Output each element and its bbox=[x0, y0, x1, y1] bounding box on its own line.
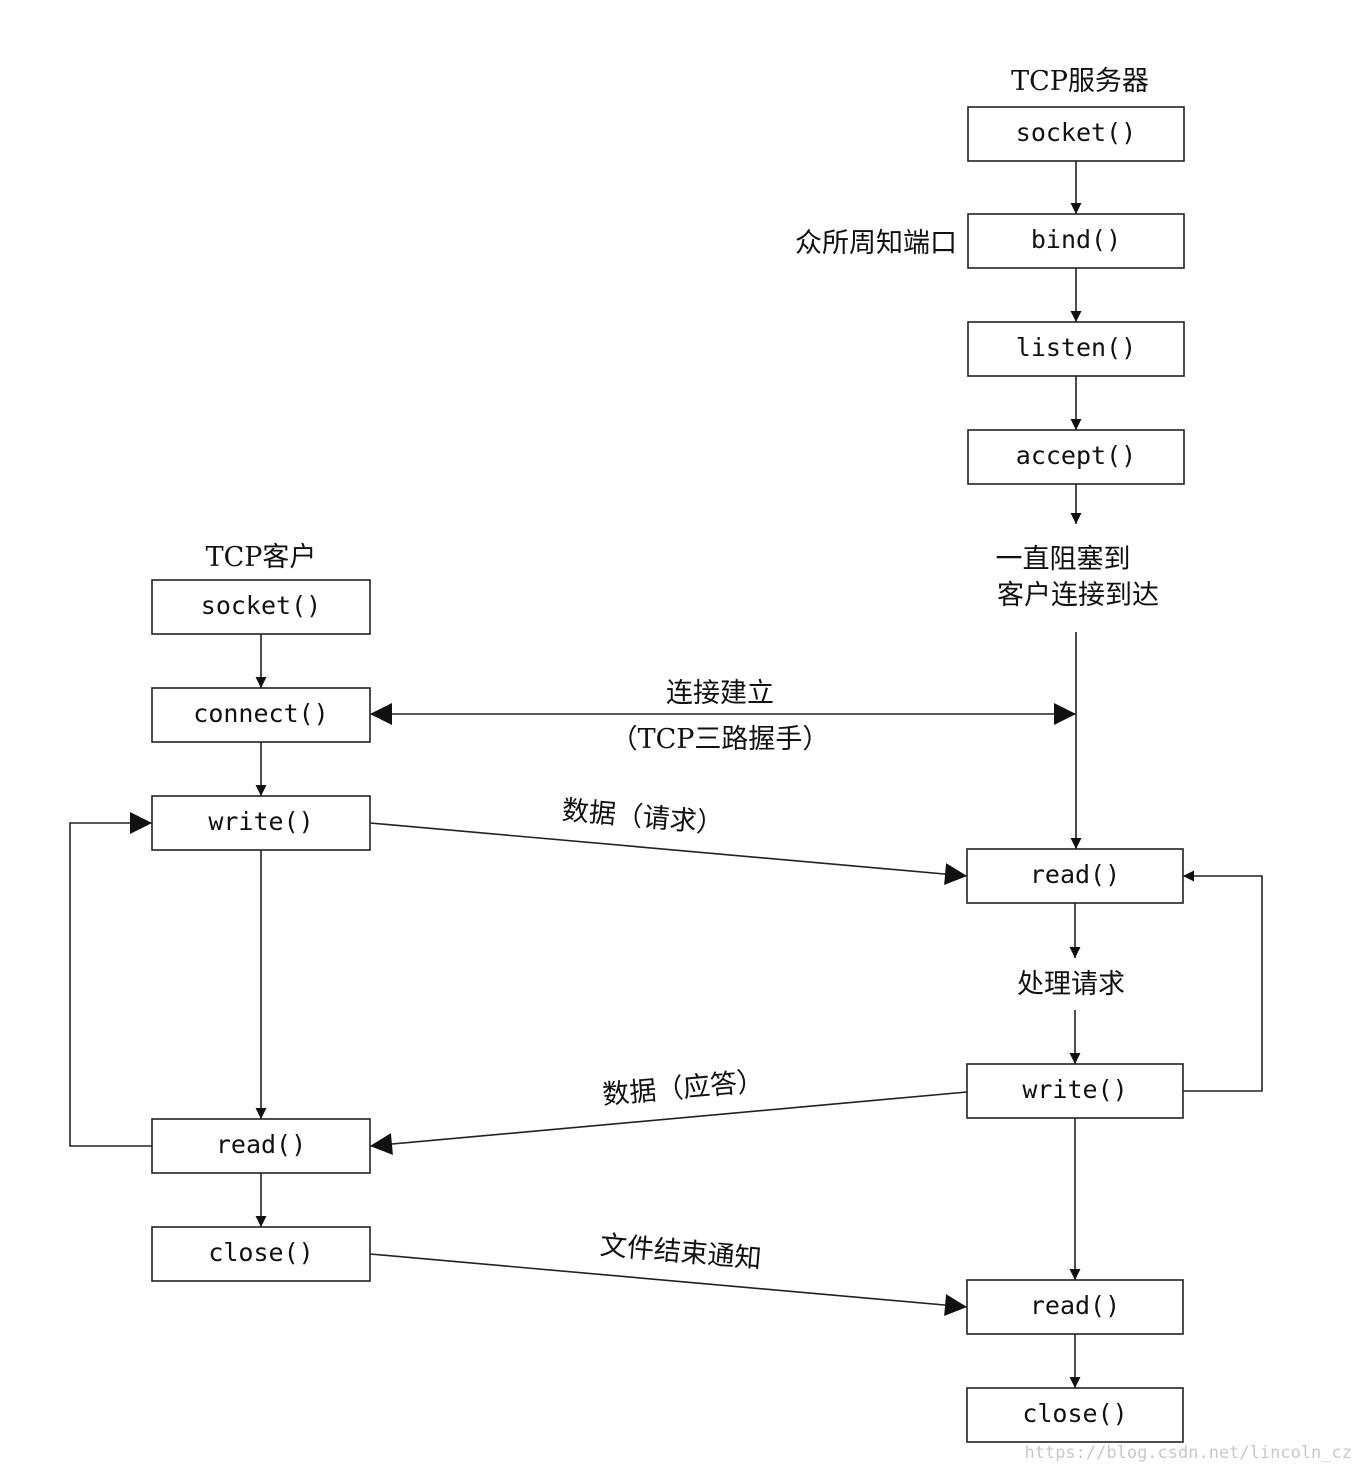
server-write-box: write() bbox=[966, 1063, 1184, 1119]
client-write-label: write() bbox=[208, 807, 313, 836]
process-request-note: 处理请求 bbox=[1017, 969, 1125, 1000]
watermark-text: https://blog.csdn.net/lincoln_cz bbox=[1024, 1443, 1352, 1463]
server-bind-box: bind() bbox=[967, 213, 1185, 269]
client-connect-box: connect() bbox=[151, 687, 371, 743]
server-close-box: close() bbox=[966, 1387, 1184, 1443]
arrow-reply-data bbox=[369, 1091, 968, 1155]
server-accept-label: accept() bbox=[1016, 441, 1136, 470]
connect-note-line1: 连接建立 bbox=[666, 678, 774, 709]
client-read-label: read() bbox=[216, 1130, 306, 1159]
server-read-label: read() bbox=[1030, 860, 1120, 889]
server-read2-box: read() bbox=[966, 1279, 1184, 1335]
arrow-request-data bbox=[369, 822, 968, 886]
reply-note: 数据（应答） bbox=[601, 1066, 765, 1111]
server-read-box: read() bbox=[966, 848, 1184, 904]
server-loop-arrow bbox=[1183, 870, 1263, 1092]
client-close-box: close() bbox=[151, 1226, 371, 1282]
request-note: 数据（请求） bbox=[561, 795, 725, 840]
client-read-box: read() bbox=[151, 1118, 371, 1174]
arrow-eof-notification bbox=[369, 1253, 968, 1317]
eof-note: 文件结束通知 bbox=[599, 1230, 763, 1275]
block-note-line1: 一直阻塞到 bbox=[996, 544, 1131, 575]
client-title: TCP客户 bbox=[206, 542, 317, 573]
block-note-line2: 客户连接到达 bbox=[997, 580, 1159, 611]
server-bind-label: bind() bbox=[1031, 225, 1121, 254]
server-accept-box: accept() bbox=[967, 429, 1185, 485]
server-close-label: close() bbox=[1022, 1399, 1127, 1428]
server-socket-box: socket() bbox=[967, 106, 1185, 162]
client-close-label: close() bbox=[208, 1238, 313, 1267]
bind-note: 众所周知端口 bbox=[795, 228, 957, 259]
client-loop-arrow bbox=[69, 812, 152, 1147]
client-socket-label: socket() bbox=[201, 591, 321, 620]
server-listen-label: listen() bbox=[1016, 333, 1136, 362]
server-read2-label: read() bbox=[1030, 1291, 1120, 1320]
client-connect-label: connect() bbox=[193, 699, 328, 728]
client-socket-box: socket() bbox=[151, 579, 371, 635]
server-write-label: write() bbox=[1022, 1075, 1127, 1104]
server-socket-label: socket() bbox=[1016, 118, 1136, 147]
server-listen-box: listen() bbox=[967, 321, 1185, 377]
client-write-box: write() bbox=[151, 795, 371, 851]
server-title: TCP服务器 bbox=[1011, 66, 1149, 97]
connect-note-line2: （TCP三路握手） bbox=[611, 724, 830, 755]
